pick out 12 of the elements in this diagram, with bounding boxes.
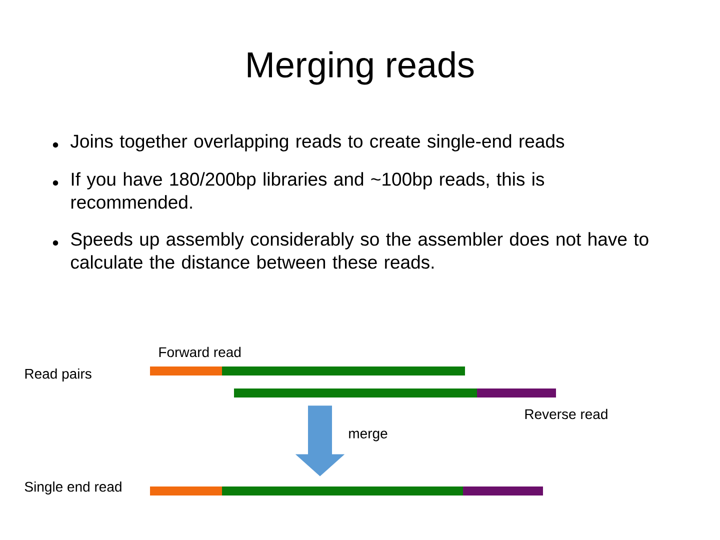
read-bar [234,388,556,398]
bar-label: Reverse read [525,408,608,420]
read-bar [150,486,543,496]
edge-label: merge [349,430,388,442]
bullet-item: Joins together overlapping reads to create single-end reads [70,134,564,152]
read-bar [150,366,465,376]
bar-label: Single end read [24,481,122,494]
title: Merging reads [248,51,474,85]
bullet-item: If you have 180/200bp libraries and ~100bp reads, this is recommended. [71,172,544,209]
bullet-item: Speeds up assembly considerably so the assembler does not have to calculate the distance between these reads. [71,232,648,269]
bar-label: Forward read [159,346,241,358]
row-label: Read pairs [25,368,92,382]
